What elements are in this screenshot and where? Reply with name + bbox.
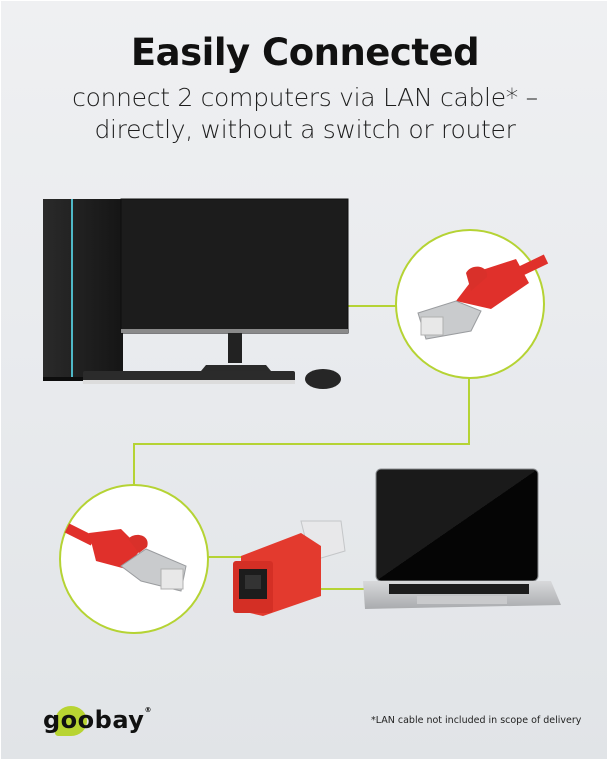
- laptop: [363, 468, 561, 609]
- subtitle-line-1: connect 2 computers via LAN cable* –: [72, 83, 538, 112]
- page-title: Easily Connected: [130, 31, 480, 74]
- crossover-adapter: [233, 520, 346, 616]
- registered-mark: ®: [144, 706, 152, 714]
- desktop-pc: [43, 198, 349, 389]
- lan-plug-closeup-2: [59, 484, 209, 634]
- brand-logo: goobay®: [43, 706, 151, 736]
- subtitle-line-2: directly, without a switch or router: [94, 115, 516, 144]
- disclaimer-note: *LAN cable not included in scope of deli…: [371, 715, 582, 726]
- lan-plug-closeup-1: [395, 229, 549, 379]
- brand-name: goobay: [43, 706, 145, 734]
- logo-blob-shape: [55, 706, 87, 736]
